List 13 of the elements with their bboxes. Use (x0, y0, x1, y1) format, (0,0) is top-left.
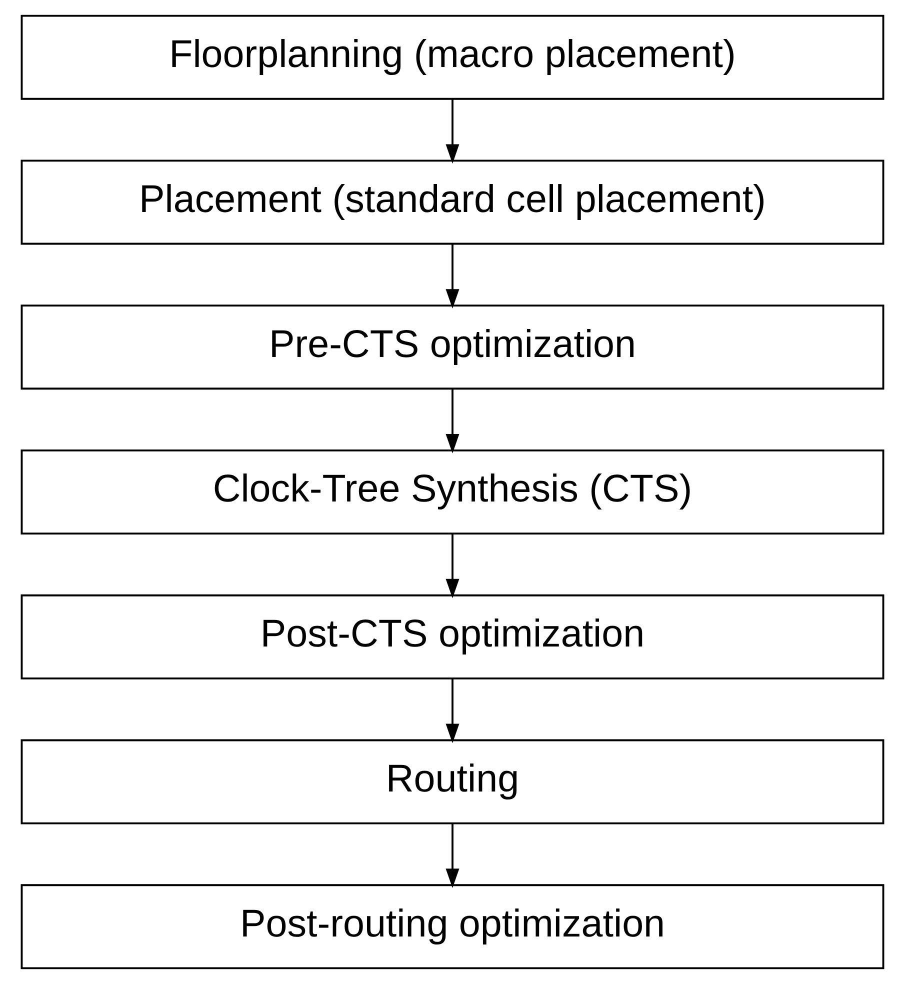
node-box: Clock-Tree Synthesis (CTS) (20, 450, 884, 534)
arrow (446, 389, 460, 454)
node-box: Pre-CTS optimization (20, 304, 884, 390)
node-box: Post-CTS optimization (20, 594, 884, 680)
node-box: Routing (20, 739, 884, 824)
node-box: Placement (standard cell placement) (20, 160, 884, 245)
node-box: Post-routing optimization (20, 884, 884, 970)
arrow (446, 824, 460, 888)
arrow (446, 678, 460, 744)
arrow (446, 99, 460, 164)
node-box: Floorplanning (macro placement) (20, 14, 884, 100)
arrow (446, 244, 460, 308)
arrow (446, 534, 460, 598)
